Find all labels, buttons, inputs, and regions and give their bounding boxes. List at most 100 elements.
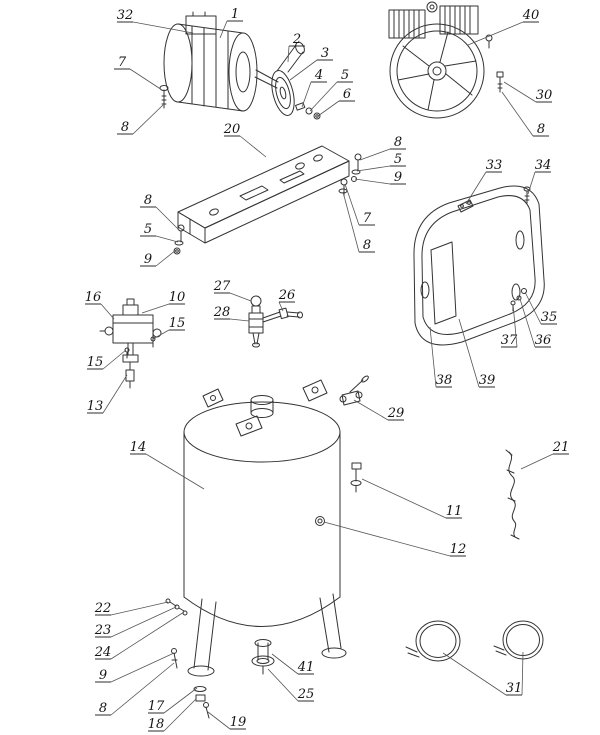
pressure-switch [99,298,162,389]
callout-label-31: 31 [506,681,523,696]
callout-label-12: 12 [450,542,467,557]
callout-leader-37 [512,303,518,348]
pulley-and-belt [271,41,321,120]
mounting-plate [177,145,350,244]
callout-label-9: 9 [144,252,152,267]
callout-label-29: 29 [387,406,405,421]
callout-leader-2 [287,45,290,63]
callout-leader-32 [132,21,194,34]
belt-guard [413,185,545,346]
callout-label-33: 33 [486,158,503,173]
callout-leader-10 [141,303,170,314]
callout-label-19: 19 [230,715,247,730]
callout-label-41: 41 [297,660,315,675]
callout-label-9: 9 [394,170,402,185]
callout-label-22: 22 [94,601,112,616]
callout-leader-8 [110,662,175,716]
callout-label-32: 32 [117,8,134,23]
callout-leader-12 [323,521,451,557]
callout-leader-22 [110,601,169,616]
callout-label-23: 23 [94,623,112,638]
callout-label-8: 8 [144,193,152,208]
callout-label-14: 14 [130,440,147,455]
callout-label-28: 28 [213,305,231,320]
plate-bolts-left [173,224,185,255]
callout-label-10: 10 [169,290,186,305]
callout-leader-6 [317,100,340,117]
callout-label-15: 15 [169,316,186,331]
callout-label-11: 11 [446,504,463,519]
callout-label-27: 27 [213,279,231,294]
callout-leader-3 [289,59,318,81]
callout-leader-19 [207,711,231,730]
callout-label-3: 3 [321,46,329,61]
callout-leader-36 [519,298,536,348]
callout-leader-8 [132,104,164,135]
callout-leader-40 [467,21,524,46]
callout-label-4: 4 [314,68,323,83]
callout-leader-13 [102,374,128,414]
callout-label-9: 9 [99,668,107,683]
callout-label-18: 18 [148,717,165,732]
callout-label-38: 38 [436,373,453,388]
air-hose [505,449,520,540]
callout-leader-18 [163,698,197,732]
safety-valve-assembly [248,295,303,348]
callout-label-39: 39 [479,373,496,388]
callout-leader-23 [110,606,177,638]
callout-leader-29 [353,399,389,421]
callout-label-8: 8 [121,120,129,135]
callout-leader-26 [278,301,284,312]
callout-label-20: 20 [223,122,241,137]
callout-leader-17 [163,687,198,714]
callout-leader-41 [271,653,299,675]
callout-leader-8 [501,91,534,137]
callout-leader-15 [102,349,127,370]
callout-label-40: 40 [522,8,540,23]
callout-label-7: 7 [363,211,372,226]
callout-leader-14 [145,453,205,490]
callout-label-21: 21 [552,440,570,455]
callout-leader-28 [229,318,250,322]
drain-ball-valve [339,375,369,406]
callout-leader-11 [361,478,447,519]
callout-label-36: 36 [535,333,552,348]
callout-label-30: 30 [536,88,553,103]
hose-clamps [405,620,544,662]
callout-leader-27 [229,292,252,302]
electric-motor [163,11,279,112]
callout-label-7: 7 [118,55,127,70]
callout-leader-7 [129,68,163,91]
callout-leader-7 [344,183,360,226]
callout-leader-8 [155,206,180,231]
callout-label-25: 25 [297,687,315,702]
callout-leader-35 [524,291,542,325]
callout-label-8: 8 [537,122,545,137]
callout-leader-39 [458,318,480,388]
air-tank [183,379,362,627]
callout-leader-34 [527,171,536,195]
callout-leader-5 [309,81,338,112]
plate-bolts-right [338,153,362,197]
callout-leader-5 [356,165,391,172]
callout-leader-9 [110,652,175,683]
callout-label-16: 16 [85,290,102,305]
callout-leader-30 [503,81,537,103]
callout-leader-8 [359,148,391,161]
callout-label-34: 34 [535,158,552,173]
callout-label-8: 8 [394,135,402,150]
callout-label-5: 5 [341,68,349,83]
callout-leader-31 [521,651,524,696]
callout-label-15: 15 [87,355,104,370]
callout-leader-21 [520,453,554,470]
callout-label-35: 35 [541,310,558,325]
callout-leader-33 [465,171,487,205]
tank-legs-and-drain [165,593,347,719]
callout-leader-8 [342,191,360,253]
callout-leader-15 [152,329,170,340]
callout-label-8: 8 [99,701,107,716]
callout-leader-24 [110,611,185,660]
